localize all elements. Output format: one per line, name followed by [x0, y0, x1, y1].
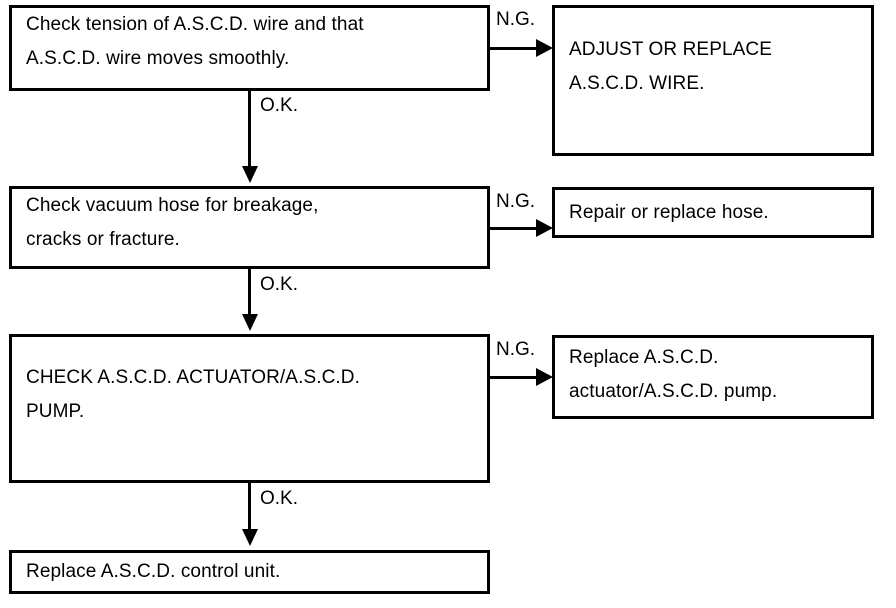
step-box-replace-control-unit[interactable]: Replace A.S.C.D. control unit. [9, 550, 490, 594]
action-box-repair-hose[interactable]: Repair or replace hose. [552, 187, 874, 238]
arrow-right-icon-ng-3 [536, 368, 553, 386]
action-box-adjust-wire-label: ADJUST OR REPLACE A.S.C.D. WIRE. [569, 38, 773, 94]
ng-connector-line-3 [490, 376, 538, 379]
edge-label-ok-1: O.K. [260, 95, 299, 116]
arrow-right-icon-ng-1 [536, 39, 553, 57]
ok-connector-line-2 [248, 268, 251, 316]
action-box-replace-actuator-label: Replace A.S.C.D. actuator/A.S.C.D. pump. [569, 347, 778, 402]
edge-label-ng-3: N.G. [496, 339, 536, 360]
edge-label-ng-2: N.G. [496, 191, 536, 212]
arrow-down-icon-ok-1 [242, 166, 258, 183]
step-box-check-hose-label: Check vacuum hose for breakage, cracks o… [26, 195, 319, 250]
ok-connector-line-1 [248, 90, 251, 168]
step-box-check-actuator[interactable]: CHECK A.S.C.D. ACTUATOR/A.S.C.D. PUMP. [9, 334, 490, 483]
edge-label-ok-2: O.K. [260, 274, 299, 295]
ng-connector-line-1 [490, 47, 538, 50]
ok-connector-line-3 [248, 482, 251, 531]
step-box-check-hose[interactable]: Check vacuum hose for breakage, cracks o… [9, 186, 490, 269]
ng-connector-line-2 [490, 227, 538, 230]
arrow-right-icon-ng-2 [536, 219, 553, 237]
action-box-adjust-wire[interactable]: ADJUST OR REPLACE A.S.C.D. WIRE. [552, 5, 874, 156]
step-box-check-wire-label: Check tension of A.S.C.D. wire and that … [26, 14, 364, 69]
step-box-check-actuator-label: CHECK A.S.C.D. ACTUATOR/A.S.C.D. PUMP. [26, 366, 361, 422]
edge-label-ng-1: N.G. [496, 9, 536, 30]
action-box-replace-actuator[interactable]: Replace A.S.C.D. actuator/A.S.C.D. pump. [552, 335, 874, 419]
edge-label-ok-3: O.K. [260, 488, 299, 509]
arrow-down-icon-ok-3 [242, 529, 258, 546]
step-box-check-wire[interactable]: Check tension of A.S.C.D. wire and that … [9, 5, 490, 91]
arrow-down-icon-ok-2 [242, 314, 258, 331]
step-box-replace-control-unit-label: Replace A.S.C.D. control unit. [26, 561, 281, 582]
action-box-repair-hose-label: Repair or replace hose. [569, 201, 769, 223]
